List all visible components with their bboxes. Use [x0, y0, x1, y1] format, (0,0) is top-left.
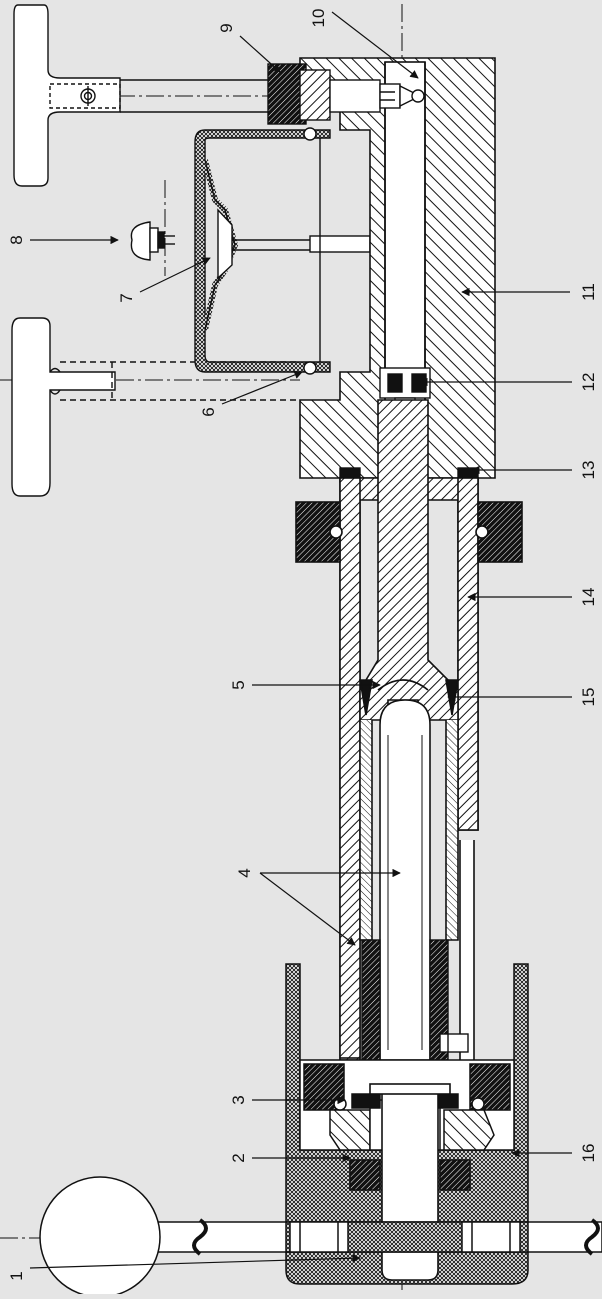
callout-label-3: 3 [229, 1095, 248, 1104]
callout-label-12: 12 [579, 373, 598, 392]
gland-nut [361, 939, 469, 1061]
cylinder-tube [295, 477, 523, 1061]
leader-6 [221, 370, 303, 405]
inner-plunger [359, 699, 475, 1071]
t-handle-upper [13, 4, 270, 187]
t-handle-lower [11, 317, 300, 497]
reservoir-cup [194, 127, 371, 375]
callout-label-5: 5 [229, 680, 248, 689]
callout-label-9: 9 [217, 23, 236, 32]
callout-label-8: 8 [7, 235, 26, 244]
callouts [29, 11, 572, 1269]
callout-label-1: 1 [7, 1271, 26, 1280]
callout-label-13: 13 [579, 461, 598, 480]
callout-label-6: 6 [199, 407, 218, 416]
piston-rod [359, 399, 459, 721]
callout-label-15: 15 [579, 688, 598, 707]
callout-label-2: 2 [229, 1153, 248, 1162]
valve-assembly [267, 63, 425, 125]
callout-label-10: 10 [309, 9, 328, 28]
leader-7 [139, 257, 211, 293]
callout-label-4: 4 [235, 868, 254, 877]
leader-1 [29, 1254, 361, 1269]
callout-label-16: 16 [579, 1144, 598, 1163]
ball-handle [39, 1176, 602, 1298]
callout-label-7: 7 [117, 293, 136, 302]
leader-4a [259, 872, 356, 946]
leader-10 [331, 11, 419, 79]
leader-9 [239, 35, 281, 73]
callout-label-14: 14 [579, 588, 598, 607]
cap-detail [130, 221, 175, 261]
callout-labels: 1 2 3 4 5 6 7 8 9 10 11 12 13 14 15 16 [7, 9, 598, 1281]
callout-label-11: 11 [579, 283, 598, 301]
